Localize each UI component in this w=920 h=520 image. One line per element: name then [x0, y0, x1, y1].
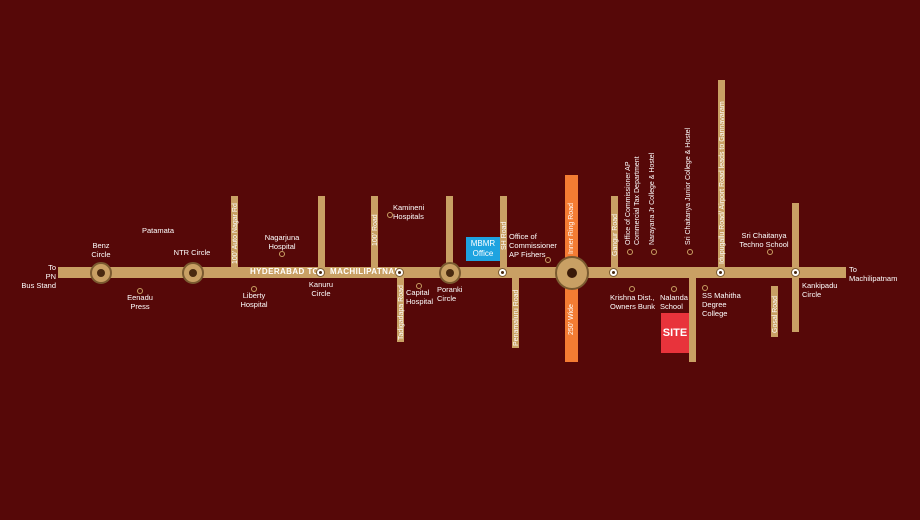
- eenadu-label: Eenadu Press: [127, 293, 153, 311]
- kankipadu-road: [792, 203, 799, 332]
- nalanda-label: Nalanda School: [660, 293, 688, 311]
- benz-circle-node: [90, 262, 112, 284]
- site-marker: SITE: [661, 313, 689, 353]
- poranki-circle-label: Poranki Circle: [437, 285, 463, 303]
- krishna-dist-label: Krishna Dist., Owners Bunk: [610, 293, 656, 311]
- patamata-label: Patamata: [141, 226, 175, 235]
- auto-nagar-road: [231, 196, 238, 268]
- sh-road-label: SH Road: [501, 221, 508, 250]
- west-end-label: To PN Bus Stand: [21, 263, 56, 290]
- ss-mahitha-marker: [702, 285, 708, 291]
- ntr-circle-label: NTR Circle: [173, 248, 211, 257]
- narayana-label: Narayana Jr College & Hostel: [649, 152, 656, 245]
- nagarjuna-marker: [279, 251, 285, 257]
- ntr-circle-node: [182, 262, 204, 284]
- sri-chaitanya-techno-marker: [767, 249, 773, 255]
- liberty-label: Liberty Hospital: [240, 291, 268, 309]
- gosal-road: [771, 286, 778, 337]
- krishna-dist-marker: [629, 286, 635, 292]
- benz-circle-label: Benz Circle: [91, 241, 111, 259]
- kankipadu-circle-label: Kankipadu Circle: [802, 281, 838, 299]
- commercial-tax-label: Commercial Tax Department: [634, 156, 641, 245]
- nalanda-marker: [671, 286, 677, 292]
- hundred-road: [371, 196, 378, 268]
- inner-ring-road-south: [565, 278, 578, 362]
- gangur-junction-node: [609, 268, 618, 277]
- kankipadu-circle-node: [791, 268, 800, 277]
- poranki-circle-node: [439, 262, 461, 284]
- east-end-label: To Machilipatnam: [849, 265, 898, 283]
- narayana-marker: [651, 249, 657, 255]
- gangur-road-label: Gangur Road: [612, 213, 619, 256]
- fisheries-label: Office of Commissioner AP Fishers: [509, 232, 557, 259]
- ring-road-junction-node: [555, 256, 589, 290]
- road-kanuru: [318, 196, 325, 268]
- main-road-label-right: MACHILIPATNAM: [330, 267, 402, 276]
- airport-road-label: Idupugallu Road/ Airport Road leads to G…: [719, 101, 726, 264]
- road-poranki: [446, 196, 453, 268]
- hundred-road-label: 100' Road: [372, 214, 379, 246]
- sh-road: [500, 196, 507, 268]
- main-road-label-left: HYDERABAD TO: [250, 267, 320, 276]
- tadigadapa-road: [397, 278, 404, 342]
- ring-road-width-label: 250' Wide: [568, 304, 575, 335]
- airport-road-junction-node: [716, 268, 725, 277]
- capital-label: Capital Hospital: [406, 288, 434, 306]
- mbmr-office-badge: MBMR Office: [466, 237, 500, 261]
- nagarjuna-label: Nagarjuna Hospital: [264, 233, 300, 251]
- penamaluru-road: [512, 278, 519, 348]
- kamineni-marker: [387, 212, 393, 218]
- sri-chaitanya-jr-marker: [687, 249, 693, 255]
- gangur-road: [611, 196, 618, 268]
- sh-road-junction-node: [498, 268, 507, 277]
- kanuru-circle-node: [316, 268, 325, 277]
- gosal-road-label: Gosal Road: [772, 296, 779, 333]
- kanuru-circle-label: Kanuru Circle: [308, 280, 334, 298]
- inner-ring-road-north: [565, 175, 578, 267]
- sri-chaitanya-techno-label: Sri Chaitanya Techno School: [739, 231, 789, 249]
- commissioner-marker: [627, 249, 633, 255]
- ss-mahitha-label: SS Mahitha Degree College: [702, 291, 741, 318]
- airport-road: [718, 80, 725, 268]
- fisheries-marker: [545, 257, 551, 263]
- eenadu-marker: [137, 288, 143, 294]
- commissioner-label: Office of Commissioner AP: [625, 161, 632, 245]
- site-access-road: [689, 278, 696, 362]
- tadigadapa-junction-node: [395, 268, 404, 277]
- penamaluru-road-label: Penamaluru Road: [513, 289, 520, 346]
- tadigadapa-road-label: Tadigadapa Road: [398, 285, 405, 340]
- liberty-marker: [251, 286, 257, 292]
- inner-ring-road-label: Inner Ring Road: [568, 203, 575, 254]
- sri-chaitanya-jr-label: Sri Chaitanya Junior College & Hostel: [685, 127, 692, 245]
- kamineni-label: Kamineni Hospitals: [393, 203, 425, 221]
- auto-nagar-road-label: 100' Auto Nagar Rd: [232, 203, 239, 264]
- capital-marker: [416, 283, 422, 289]
